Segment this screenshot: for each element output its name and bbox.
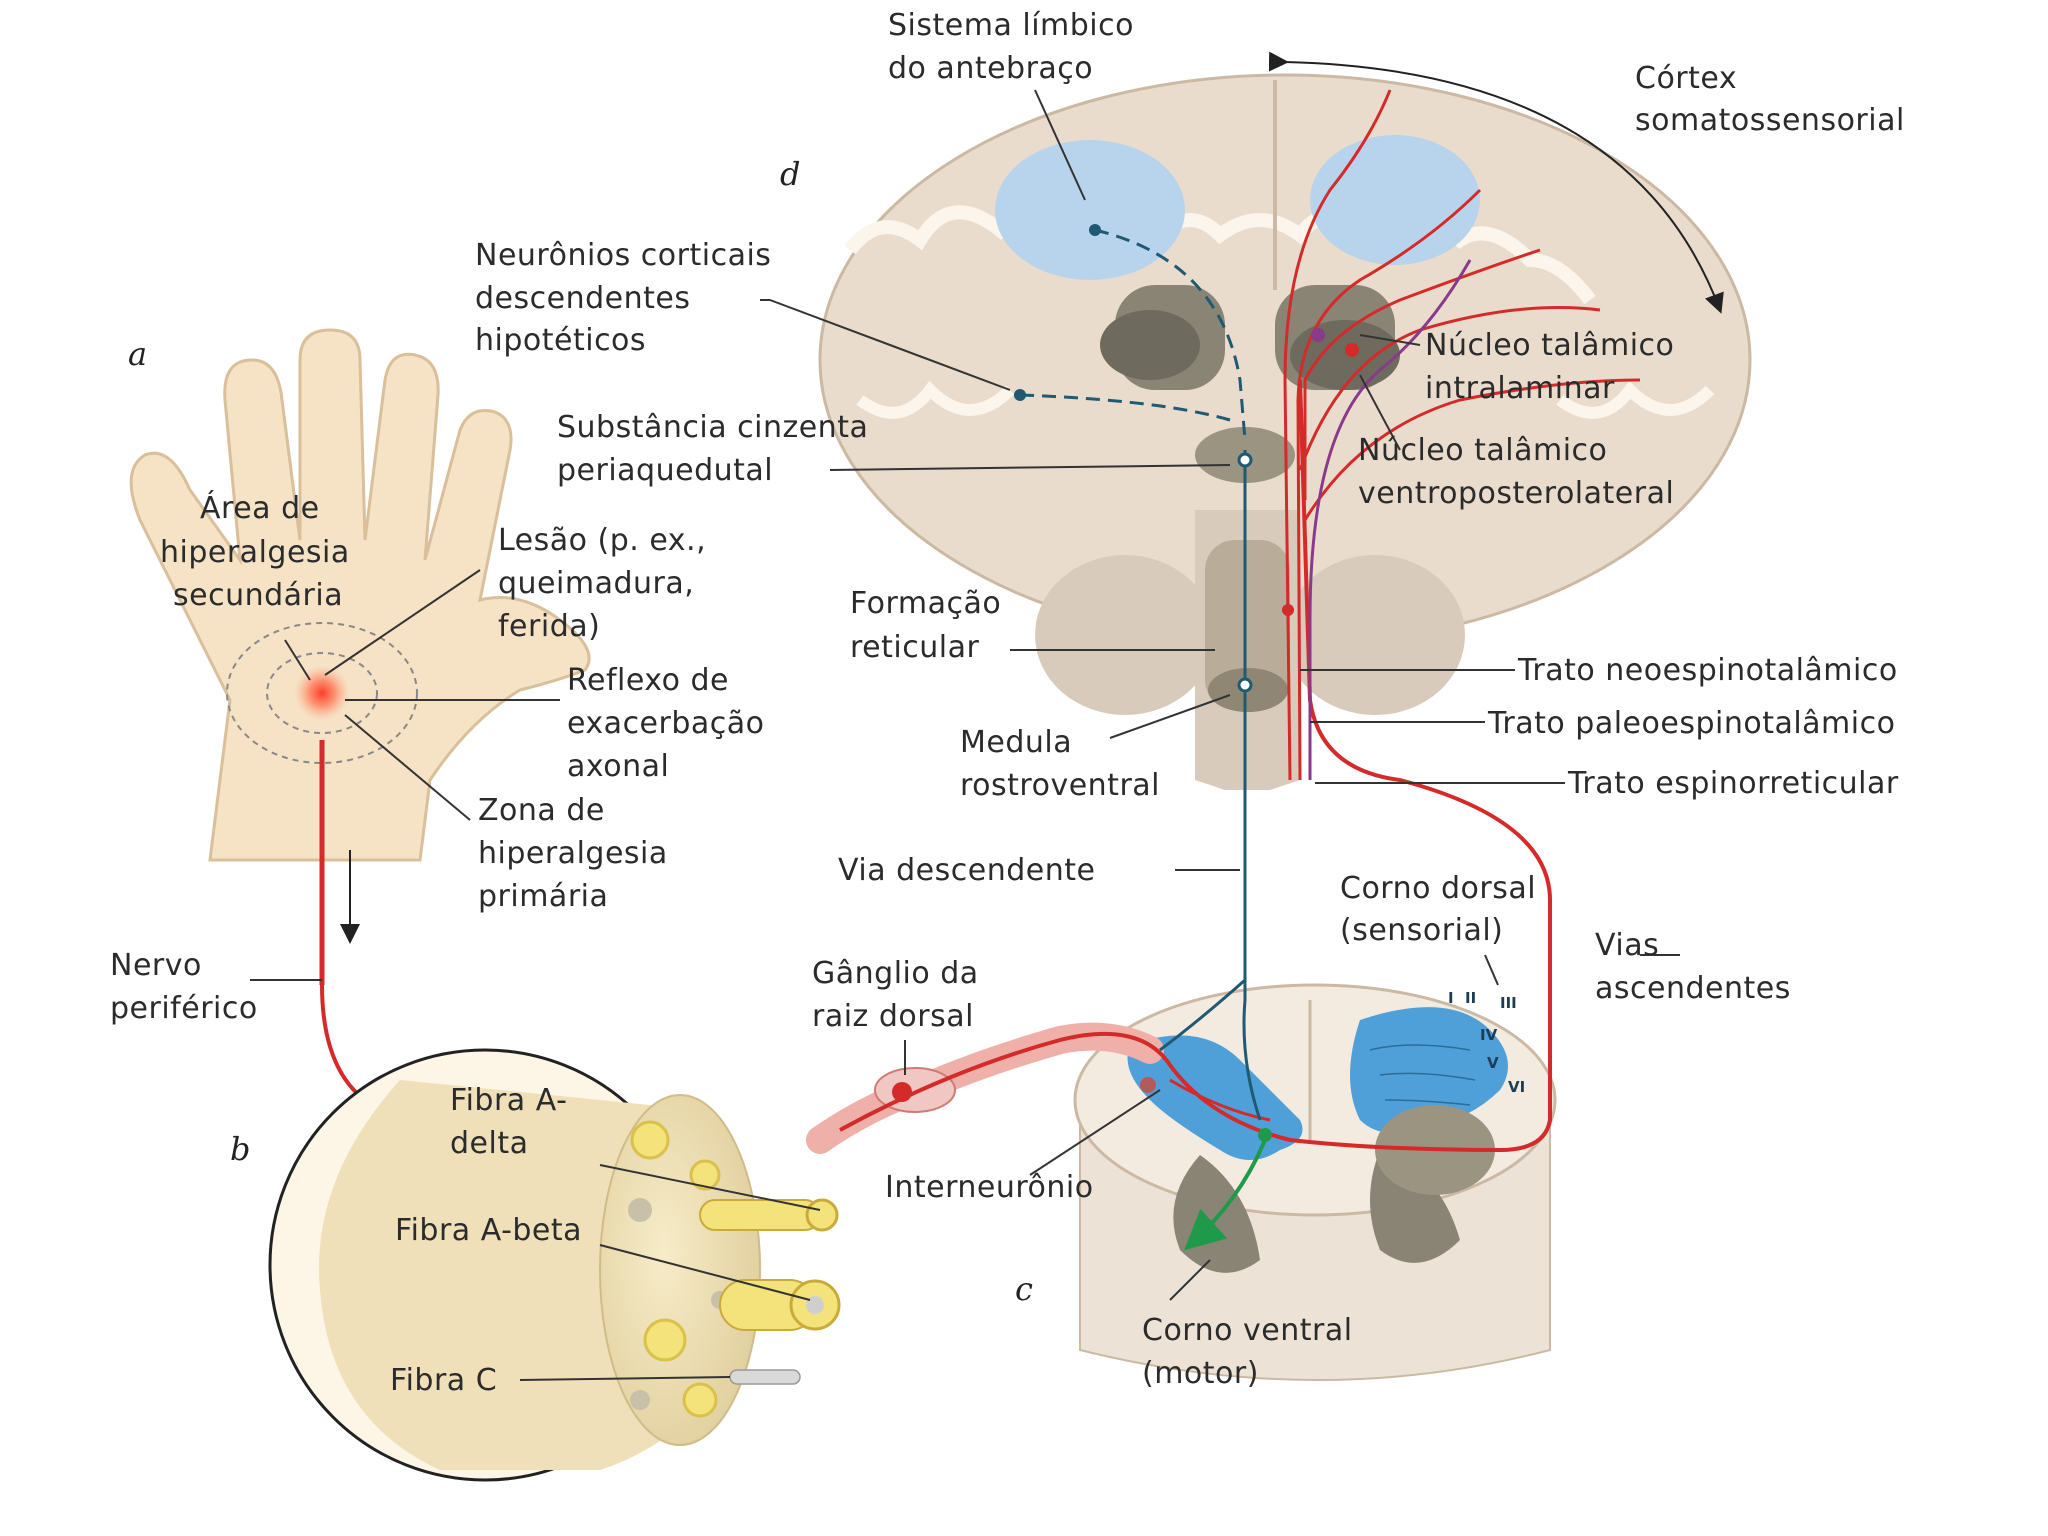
- hand-illustration: [129, 328, 591, 1112]
- hand-outline: [129, 328, 591, 862]
- primary-zone-boundary: [266, 652, 378, 734]
- cortical-descending-dashed-2: [1019, 393, 1231, 422]
- panel-label-a: a: [128, 335, 147, 373]
- panel-label-b: b: [230, 1130, 250, 1168]
- label-pag-1: Substância cinzenta: [557, 410, 868, 445]
- label-ventral-horn-2: (motor): [1142, 1356, 1259, 1391]
- label-secondary-area-1: Área de: [200, 490, 320, 526]
- label-limbic-1: Sistema límbico: [888, 8, 1134, 43]
- reticular-region: [1205, 540, 1290, 710]
- lamina-I: I: [1448, 989, 1454, 1007]
- label-intralaminar-2: intralaminar: [1425, 371, 1615, 406]
- intralaminar-synapse: [1311, 328, 1325, 342]
- label-c-fiber: Fibra C: [390, 1363, 497, 1398]
- label-lesion-1: Lesão (p. ex.,: [498, 523, 706, 558]
- label-a-beta: Fibra A-beta: [395, 1213, 582, 1248]
- limbic-area-left: [995, 140, 1185, 280]
- motor-output-arrow: [1184, 1139, 1267, 1251]
- label-vpl-1: Núcleo talâmico: [1358, 433, 1607, 468]
- neospinothalamic-tract-path: [839, 379, 1552, 1153]
- label-rvm-1: Medula: [960, 725, 1072, 760]
- label-paleospinothalamic: Trato paleoespinotalâmico: [1487, 706, 1895, 741]
- spinal-cord-section: I II III IV V VI: [1073, 983, 1557, 1381]
- cortex-loop-arrow: [1268, 51, 1724, 314]
- limbic-area-right: [1310, 135, 1480, 265]
- gray-matter-right: [1350, 1007, 1508, 1134]
- label-ventral-horn-1: Corno ventral: [1142, 1313, 1353, 1348]
- label-nerve-2: periférico: [110, 991, 258, 1026]
- label-secondary-area-2: hiperalgesia: [160, 535, 350, 570]
- nerve-cross-section: [268, 1048, 841, 1482]
- panel-label-c: c: [1015, 1270, 1033, 1308]
- label-pag-2: periaquedutal: [557, 453, 773, 488]
- label-lesion-3: ferida): [498, 609, 600, 644]
- label-axon-reflex-1: Reflexo de: [567, 663, 729, 698]
- label-drg-2: raiz dorsal: [812, 999, 974, 1034]
- label-rvm-2: rostroventral: [960, 768, 1160, 803]
- label-axon-reflex-2: exacerbação: [567, 706, 765, 741]
- pathways: [806, 51, 1724, 1251]
- cerebellum-left: [1035, 555, 1215, 715]
- cerebellum-right: [1285, 555, 1465, 715]
- lamina-V: V: [1487, 1054, 1499, 1072]
- lamina-IV: IV: [1480, 1026, 1498, 1044]
- label-axon-reflex-3: axonal: [567, 749, 669, 784]
- secondary-zone-boundary: [226, 622, 418, 764]
- panel-label-d: d: [780, 155, 800, 193]
- label-cortex-2: somatossensorial: [1635, 103, 1905, 138]
- label-ascending-1: Vias: [1595, 928, 1659, 963]
- label-a-delta-1: Fibra A-: [450, 1083, 567, 1118]
- nerve-face: [599, 1094, 761, 1446]
- cortical-descending-dashed-1: [1094, 228, 1247, 441]
- label-primary-zone-1: Zona de: [478, 793, 605, 828]
- label-cortical-neurons-2: descendentes: [475, 281, 690, 316]
- label-dorsal-horn-2: (sensorial): [1340, 913, 1503, 948]
- label-drg-1: Gânglio da: [812, 956, 979, 991]
- label-a-delta-2: delta: [450, 1126, 528, 1161]
- label-secondary-area-3: secundária: [173, 578, 343, 613]
- lamina-III: III: [1500, 994, 1517, 1012]
- a-delta-fiber: [699, 1199, 821, 1231]
- lamina-II: II: [1465, 989, 1476, 1007]
- label-cortical-neurons-1: Neurônios corticais: [475, 238, 771, 273]
- label-reticular-1: Formação: [850, 586, 1001, 621]
- label-primary-zone-3: primária: [478, 879, 608, 914]
- label-neospinothalamic: Trato neoespinotalâmico: [1517, 653, 1898, 688]
- label-descending-pathway: Via descendente: [838, 853, 1095, 888]
- label-cortex-1: Córtex: [1635, 61, 1737, 96]
- lamina-VI: VI: [1508, 1078, 1525, 1096]
- label-limbic-2: do antebraço: [888, 51, 1093, 86]
- label-interneuron: Interneurônio: [885, 1170, 1094, 1205]
- lesion-site: [294, 665, 350, 721]
- descending-pathway: [1242, 450, 1262, 1121]
- label-vpl-2: ventroposterolateral: [1358, 476, 1674, 511]
- label-primary-zone-2: hiperalgesia: [478, 836, 668, 871]
- label-reticular-2: reticular: [850, 630, 979, 665]
- label-spinoreticular: Trato espinorreticular: [1567, 766, 1899, 801]
- label-nerve-1: Nervo: [110, 948, 202, 983]
- c-fiber: [729, 1369, 801, 1385]
- leader-lines: [250, 89, 1680, 1381]
- label-ascending-2: ascendentes: [1595, 971, 1791, 1006]
- label-dorsal-horn-1: Corno dorsal: [1340, 871, 1536, 906]
- label-cortical-neurons-3: hipotéticos: [475, 323, 646, 358]
- label-lesion-2: queimadura,: [498, 566, 694, 601]
- label-intralaminar-1: Núcleo talâmico: [1425, 328, 1674, 363]
- vpl-synapse: [1345, 343, 1359, 357]
